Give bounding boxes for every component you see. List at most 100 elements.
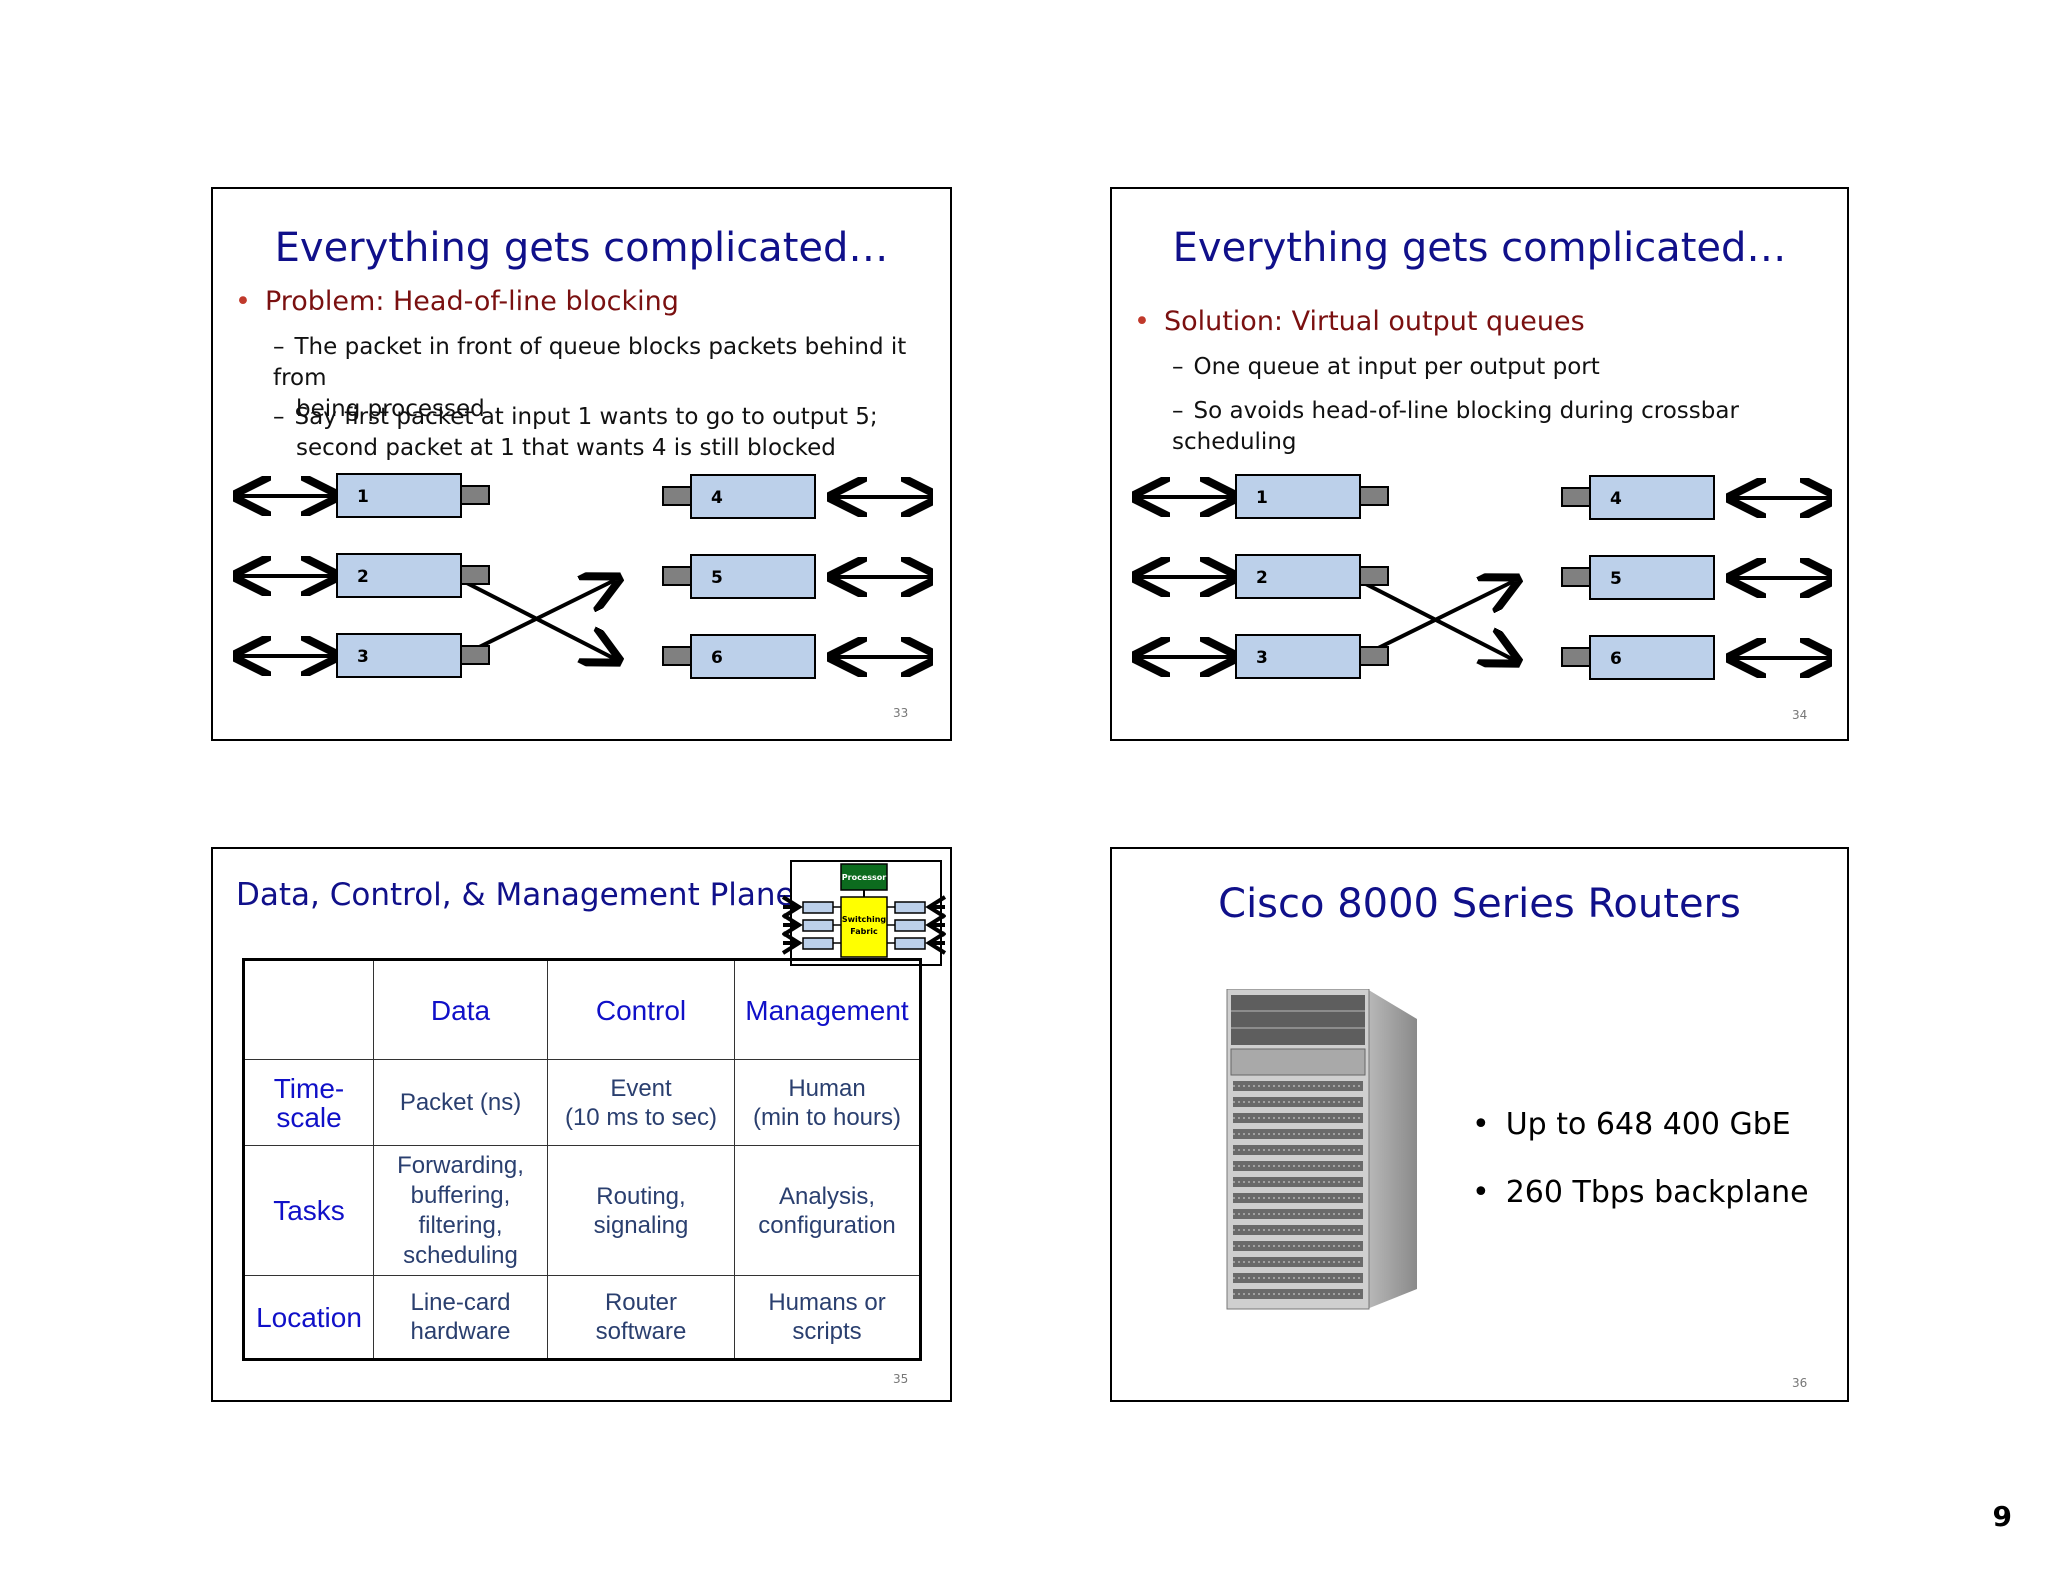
router-chassis-image [1226,989,1417,1310]
output-label-6: 6 [711,648,723,668]
cell-line: software [595,1318,687,1345]
input-label-3: 3 [357,647,369,667]
cell-line: scripts [792,1318,862,1345]
output-queue-4 [690,474,816,519]
header-cell-empty [243,959,374,1060]
output-queue-4 [1589,475,1715,520]
header-cell-management: Management [734,959,921,1060]
cell-line: Event [610,1074,672,1102]
cell-line: configuration [758,1211,896,1239]
cell-line: signaling [593,1211,689,1239]
header-cell-data: Data [373,959,548,1060]
output-queue-6 [1589,635,1715,680]
row-label-line: Time- [273,1072,345,1104]
table-cell: Packet (ns) [373,1059,548,1146]
cell-line: scheduling [403,1241,518,1269]
cell-line: Forwarding, [397,1151,524,1179]
bullet-item: •Up to 648 400 GbE [1472,1107,1791,1142]
slide-number: 35 [893,1372,909,1386]
input-label-1: 1 [357,487,369,507]
row-label-tasks: Tasks [243,1145,374,1276]
slide-title: Data, Control, & Management Planes [236,877,811,913]
cell-line: Router [604,1289,678,1316]
slide-35: Data, Control, & Management Planes Proce… [211,847,952,1402]
bullet-item: •260 Tbps backplane [1472,1175,1809,1210]
input-label-3: 3 [1256,648,1268,668]
slide-36: Cisco 8000 Series Routers [1110,847,1849,1402]
table-cell: Analysis,configuration [734,1145,921,1276]
input-label-2: 2 [1256,568,1268,588]
bullet-text: Solution: Virtual output queues [1163,306,1585,337]
slide-number: 34 [1792,708,1808,722]
output-label-5: 5 [711,568,723,588]
output-queue-5 [690,554,816,599]
table-row: Time-scale Packet (ns) Event(10 ms to se… [243,1059,921,1146]
bullet-text: Problem: Head-of-line blocking [264,286,679,317]
output-label-4: 4 [1610,489,1622,509]
switching-fabric-box [840,896,888,958]
cell-line: Routing, [596,1182,686,1210]
sub-bullet-text: Say first packet at input 1 wants to go … [294,404,878,430]
slide-title: Everything gets complicated… [1172,225,1787,271]
cell-line: buffering, [410,1181,511,1209]
cell-line: Line-card [410,1289,511,1316]
slide-number: 33 [893,706,909,720]
input-label-2: 2 [357,567,369,587]
table-cell: Human(min to hours) [734,1059,921,1146]
table-row: Tasks Forwarding,buffering,filtering,sch… [243,1145,921,1276]
cell-line: (10 ms to sec) [564,1103,718,1131]
table-header-row: Data Control Management [243,959,921,1060]
header-cell-control: Control [547,959,735,1060]
cell-line: Analysis, [778,1182,876,1210]
sub-bullet-text-cont: second packet at 1 that wants 4 is still… [296,435,836,461]
sub-bullet-1: –The packet in front of queue blocks pac… [273,334,907,422]
input-queue-3 [336,633,462,678]
bullet-text: 260 Tbps backplane [1505,1175,1809,1210]
cell-line: (min to hours) [752,1103,902,1131]
output-label-4: 4 [711,488,723,508]
input-queue-1 [1235,474,1361,519]
cell-line: Packet (ns) [399,1089,522,1116]
sub-bullet-text: One queue at input per output port [1193,354,1600,380]
bullet-text: Up to 648 400 GbE [1505,1107,1791,1142]
slide-34: Everything gets complicated… • Solution: … [1110,187,1849,741]
processor-box [840,863,888,891]
sub-bullet-text: So avoids head-of-line blocking during c… [1172,398,1739,455]
sub-bullet-2: –Say first packet at input 1 wants to go… [273,404,878,461]
input-queue-1 [336,473,462,518]
input-queue-2 [1235,554,1361,599]
cell-line: Human [788,1074,866,1102]
slide-title: Cisco 8000 Series Routers [1218,881,1741,927]
input-queue-2 [336,553,462,598]
input-label-1: 1 [1256,488,1268,508]
bullet-dot: • [1134,306,1150,337]
sub-bullet-text: The packet in front of queue blocks pack… [273,334,907,391]
table-cell: Forwarding,buffering,filtering,schedulin… [373,1145,548,1276]
bullet-problem: • Problem: Head-of-line blocking [235,286,679,317]
slide-33: Everything gets complicated… •Problem: H… [211,187,952,741]
router-bullet-list: •Up to 648 400 GbE •260 Tbps backplane [1472,1107,1809,1243]
input-queue-3 [1235,634,1361,679]
row-label-location: Location [243,1275,374,1360]
output-label-5: 5 [1610,569,1622,589]
cell-line: hardware [410,1318,511,1345]
bullet-solution: • Solution: Virtual output queues [1134,306,1585,337]
voq-diagram: 1 2 3 4 5 6 [1132,474,1832,680]
output-label-6: 6 [1610,649,1622,669]
page-number: 9 [1992,1500,2012,1533]
fabric-label-1: Switching [842,915,887,924]
router-mini-diagram: Processor Switching Fabric [781,860,947,966]
table-cell: Routing,signaling [547,1145,735,1276]
row-label-line: scale [276,1101,342,1133]
planes-table: Data Control Management Time-scale Packe… [242,958,922,1361]
table-cell: Event(10 ms to sec) [547,1059,735,1146]
row-label-timescale: Time-scale [243,1059,374,1146]
cell-line: filtering, [418,1211,503,1239]
sub-bullet-2: –So avoids head-of-line blocking during … [1172,398,1739,455]
bullet-dot: • [235,286,251,317]
sub-bullet-1: –One queue at input per output port [1172,354,1600,380]
hol-blocking-diagram: 1 2 3 4 5 6 [233,473,933,679]
